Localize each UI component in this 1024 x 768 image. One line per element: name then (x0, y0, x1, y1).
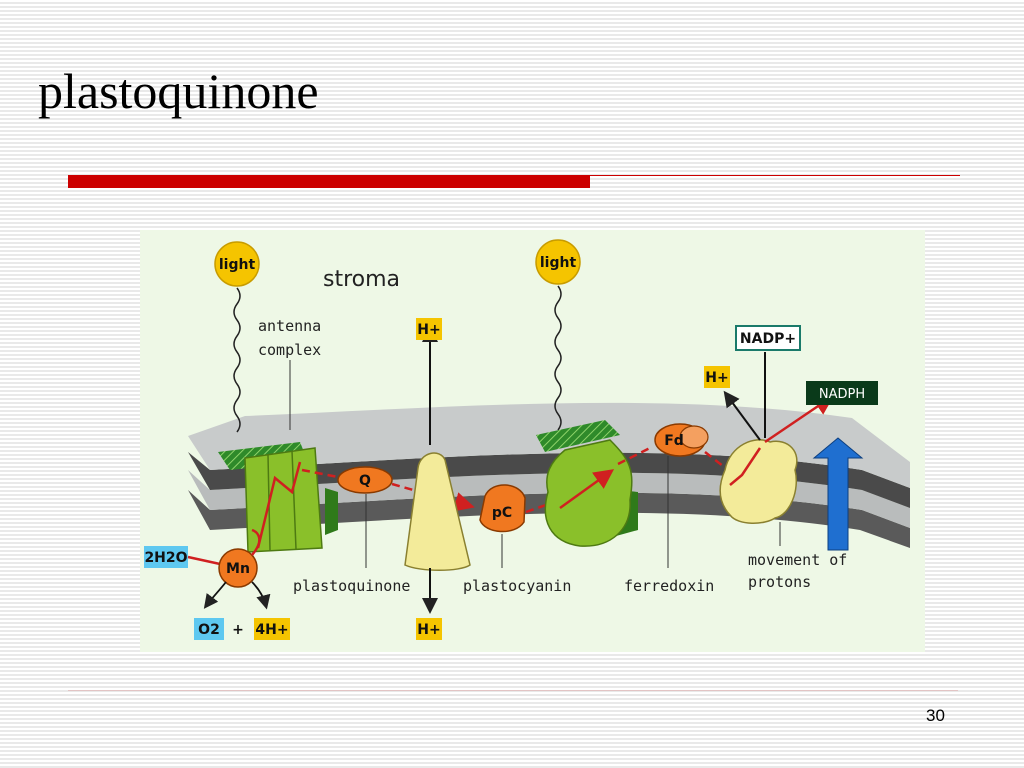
antenna-complex-2 (536, 420, 620, 452)
h-bottom-label: H+ (417, 622, 440, 638)
stroma-label: stroma (323, 267, 400, 292)
page-number: 30 (926, 706, 945, 725)
ferredoxin-carrier: Fd (654, 423, 709, 457)
four-h-label: 4H+ (255, 622, 288, 638)
light-wave-2 (554, 285, 562, 431)
manganese-cluster: Mn (218, 548, 258, 588)
title-underline-thin (590, 175, 960, 176)
oxygen-box: O2 (194, 618, 224, 640)
nadp-label: NADP+ (740, 331, 796, 347)
plastocyanin-carrier: pC (479, 484, 526, 533)
pc-label: pC (492, 505, 512, 521)
movement-label-line1: movement of (748, 551, 847, 569)
plus-sign: + (232, 622, 244, 638)
photosynthesis-electron-transport-diagram: light light stroma antenna complex Q H+ … (140, 230, 925, 652)
plastoquinone-carrier: Q (337, 466, 393, 494)
nadph-label: NADPH (819, 387, 865, 402)
antenna-label-line2: complex (258, 341, 321, 359)
footer-divider (68, 690, 958, 691)
h-right-badge: H+ (704, 366, 730, 388)
ferredoxin-label: ferredoxin (624, 577, 714, 595)
slide-title: plastoquinone (38, 63, 319, 119)
light-source-2: light (535, 239, 581, 431)
fd-label: Fd (664, 433, 684, 449)
water-box: 2H2O (144, 546, 188, 568)
plastocyanin-label: plastocyanin (463, 577, 571, 595)
h-top-badge: H+ (416, 318, 442, 340)
nadp-plus-box: NADP+ (735, 325, 801, 351)
h-top-label: H+ (417, 322, 440, 338)
light-source-1: light (214, 241, 260, 433)
nadp-reductase (719, 439, 798, 524)
oxygen-label: O2 (198, 622, 220, 638)
light-wave-1 (233, 287, 241, 433)
movement-label-line2: protons (748, 573, 811, 591)
title-underline-thick (68, 175, 590, 188)
antenna-label-line1: antenna (258, 317, 321, 335)
nadph-box: NADPH (806, 381, 878, 405)
light-label-1: light (219, 257, 256, 273)
photosystem-i (536, 420, 638, 547)
h-right-label: H+ (705, 370, 728, 386)
q-label: Q (359, 473, 371, 489)
photosystem-ii (218, 442, 338, 553)
h-bottom-badge: H+ (416, 618, 442, 640)
mn-label: Mn (226, 561, 250, 577)
cytochrome-complex (404, 452, 471, 571)
proton-movement-arrow (812, 437, 864, 551)
light-label-2: light (540, 255, 577, 271)
four-h-box: 4H+ (254, 618, 290, 640)
plastoquinone-label: plastoquinone (293, 577, 410, 595)
water-label: 2H2O (144, 550, 187, 566)
